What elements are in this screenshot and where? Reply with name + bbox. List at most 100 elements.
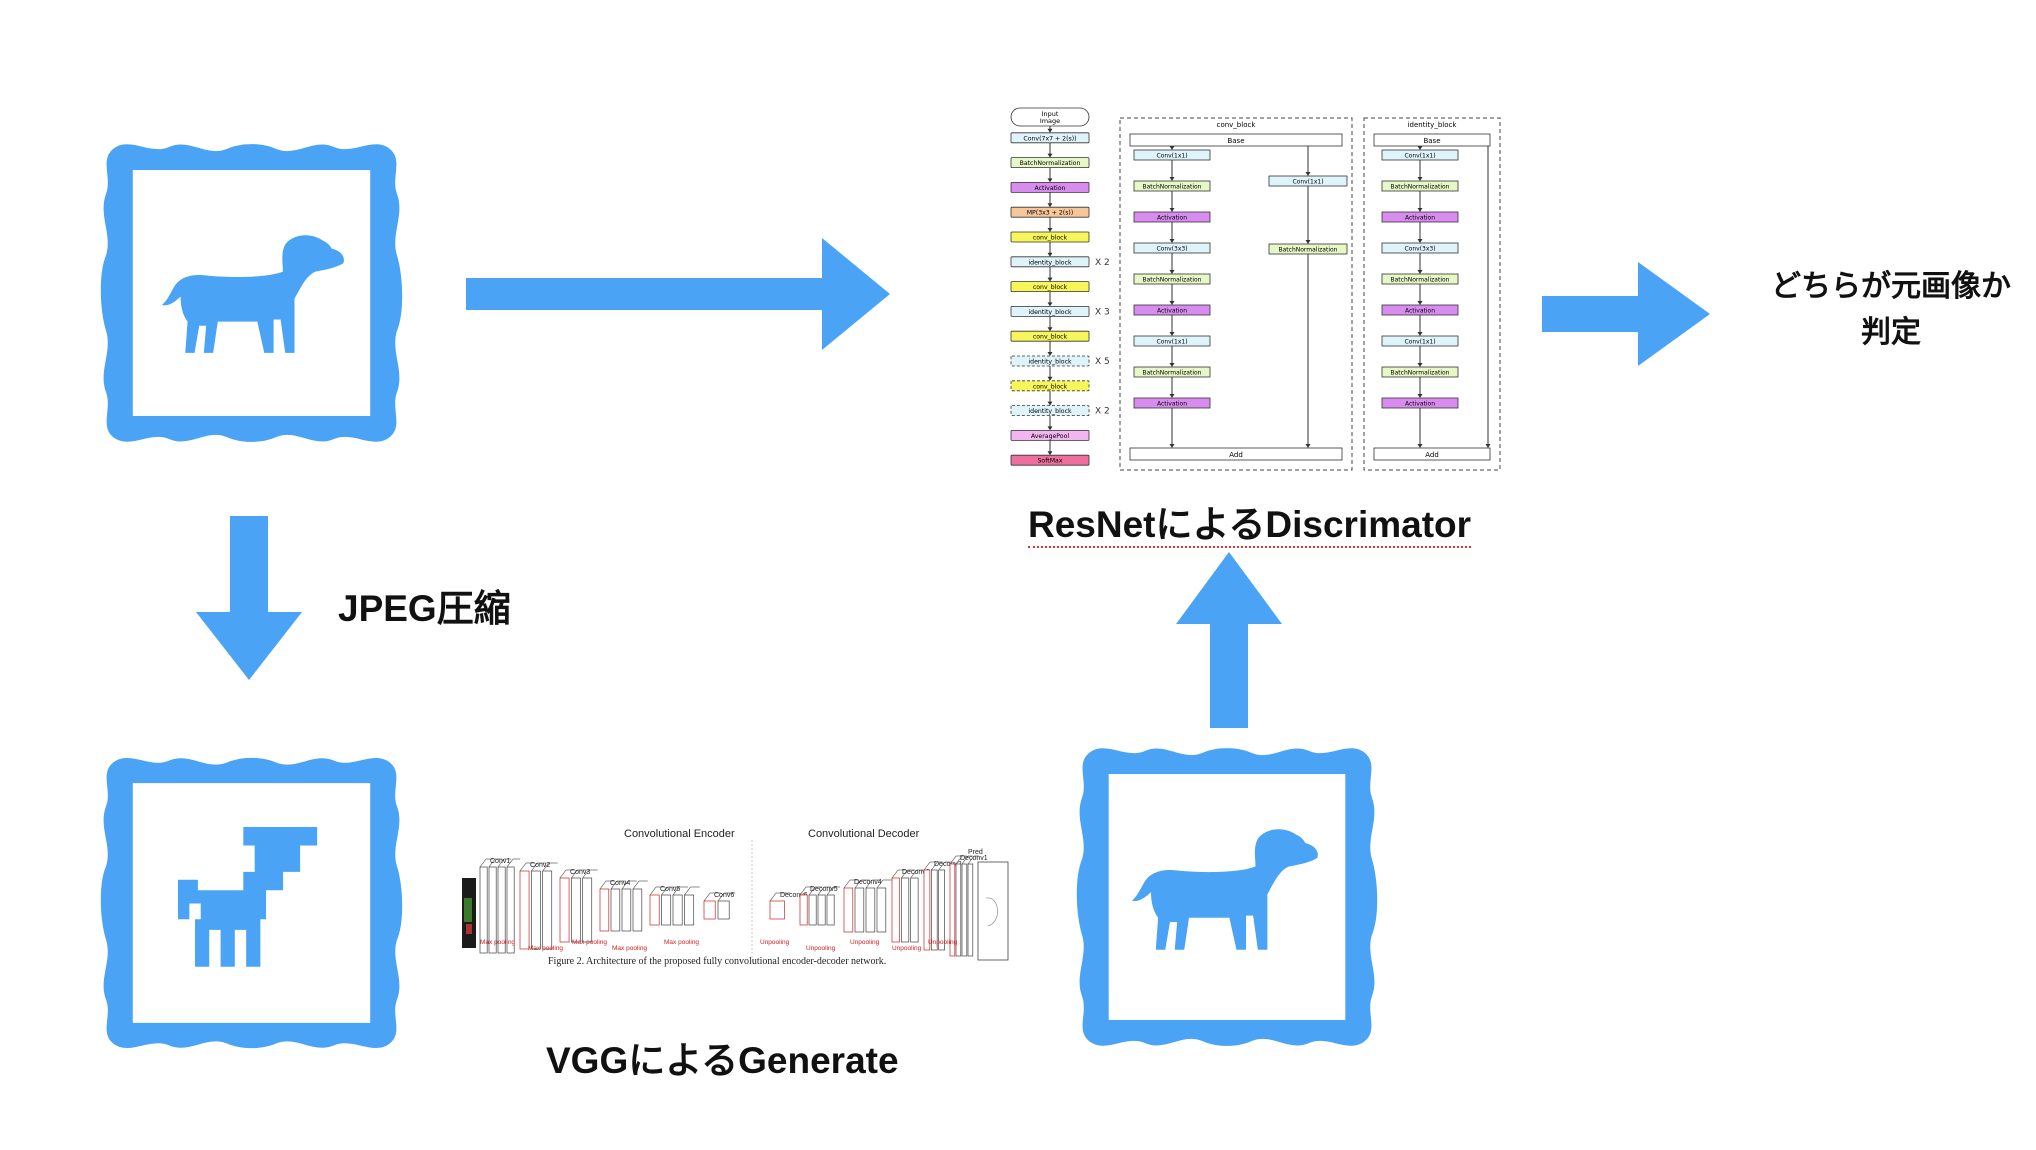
layer-slab (479, 866, 488, 954)
resnet-block (1010, 454, 1090, 466)
arrow-head (1305, 444, 1311, 448)
resnet-block-label: BatchNormalization (1020, 160, 1081, 167)
layer-edge (799, 886, 807, 896)
arrow-head (1047, 277, 1053, 282)
arrow-head (1047, 302, 1053, 307)
layer-slab (519, 870, 530, 950)
layer-edge (865, 879, 873, 889)
resnet-block-label: identity_block (1028, 309, 1072, 316)
resnet-block (1010, 355, 1090, 367)
layer-slab (799, 894, 808, 926)
layer-label: Conv4 (610, 880, 630, 887)
arrow-head (1169, 363, 1175, 367)
unpool-label: Unpooling (806, 945, 836, 952)
layer-label: Deconv6 (780, 892, 808, 899)
output-image (977, 861, 1009, 961)
add-box (1373, 447, 1491, 461)
layer-edge (531, 862, 538, 872)
layer-edge (599, 880, 607, 890)
identity-block-box-label: BatchNormalization (1391, 277, 1450, 284)
identity-block-box-label: Activation (1405, 308, 1435, 315)
layer-edge (901, 869, 908, 879)
unpool-label: Unpooling (892, 945, 922, 952)
layer-edge (661, 886, 668, 896)
resnet-block-label: identity_block (1028, 359, 1072, 366)
layer-edge (876, 879, 884, 889)
layer-edge (961, 855, 969, 865)
layer-slab (910, 877, 919, 943)
dog-icon (1132, 826, 1322, 954)
jpeg-compression-label: JPEG圧縮 (338, 588, 511, 629)
identity-block-box-label: Conv(3x3) (1404, 246, 1435, 253)
layer-slab (930, 869, 938, 951)
resnet-block-label: Input (1042, 110, 1059, 118)
layer-slab (817, 894, 826, 926)
base-box (1373, 133, 1491, 147)
layer-label: Conv5 (660, 886, 680, 893)
arrow-head (1417, 239, 1423, 243)
arrow-right-icon (466, 238, 890, 350)
resnet-block-label: SoftMax (1037, 458, 1062, 465)
arrow-head (1417, 332, 1423, 336)
judge-label-line2: 判定 (1861, 315, 1921, 350)
layer-edge (684, 886, 691, 896)
figure-caption: Figure 2. Architecture of the proposed f… (548, 956, 887, 967)
layer-label: Deconv5 (810, 886, 838, 893)
resnet-block-label: identity_block (1028, 259, 1072, 266)
conv-block-box-label: BatchNormalization (1143, 277, 1202, 284)
pixel-dog-icon (178, 827, 320, 972)
conv-block-box-label: BatchNormalization (1143, 370, 1202, 377)
pool-label: Max pooling (480, 939, 515, 946)
identity-block-box-label: Activation (1405, 215, 1435, 222)
conv-block-title: conv_block (1217, 121, 1257, 129)
arrow-head (1047, 426, 1053, 431)
unpool-label: Unpooling (760, 939, 790, 946)
layer-edge (542, 862, 549, 872)
arrow-head (1047, 401, 1053, 406)
arrow-head (1047, 451, 1053, 456)
layer-label: Conv1 (490, 858, 510, 865)
layer-edge (703, 892, 711, 902)
arrow-head (1047, 128, 1053, 133)
resnet-block-label: conv_block (1033, 284, 1068, 291)
layer-slab (488, 866, 497, 954)
arrow-head (1417, 363, 1423, 367)
arrow-head (1417, 177, 1423, 181)
pool-label: Max pooling (664, 939, 699, 946)
arrow-head (1417, 146, 1423, 150)
layer-slab (599, 888, 610, 932)
layer-slab (876, 887, 887, 933)
layer-edge (955, 855, 963, 865)
layer-slab (661, 894, 672, 926)
layer-slab (843, 887, 854, 933)
layer-label: Deconv1 (960, 855, 988, 862)
layer-slab (632, 888, 643, 932)
layer-label: Deconv4 (854, 879, 882, 886)
arrow-up-icon (1176, 552, 1282, 728)
add-label: Add (1229, 451, 1243, 459)
resnet-block (1010, 182, 1090, 193)
identity-block-box-label: BatchNormalization (1391, 184, 1450, 191)
conv-block-box-label: Activation (1157, 308, 1187, 315)
layer-slab (621, 888, 632, 932)
layer-slab (717, 900, 730, 920)
layer-edge (582, 869, 589, 879)
resnet-block-label: conv_block (1033, 383, 1068, 390)
repeat-label: X 3 (1095, 307, 1110, 317)
layer-slab (826, 894, 835, 926)
pool-label: Max pooling (572, 939, 607, 946)
conv-block-box-label: Conv(1x1) (1292, 179, 1323, 186)
unpool-label: Unpooling (850, 939, 880, 946)
layer-edge (632, 880, 640, 890)
layer-edge (769, 892, 777, 902)
add-label: Add (1425, 451, 1439, 459)
layer-slab (582, 877, 593, 943)
layer-slab (506, 866, 515, 954)
arrow-head (1169, 177, 1175, 181)
layer-edge (621, 880, 629, 890)
identity-block-box-label: Conv(1x1) (1404, 153, 1435, 160)
layer-edge (923, 861, 931, 871)
resnet-block (1010, 380, 1090, 392)
